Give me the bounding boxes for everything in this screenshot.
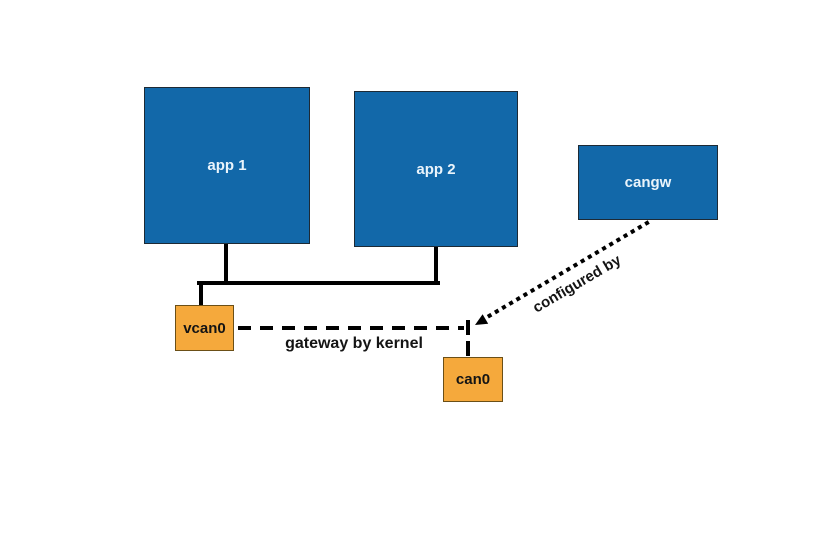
node-can0-label: can0 (455, 371, 491, 388)
edge-label-gateway-by-kernel: gateway by kernel (285, 335, 423, 352)
arrowhead-icon (475, 314, 489, 325)
node-app2-label: app 2 (416, 160, 456, 178)
node-app1: app 1 (144, 87, 310, 244)
node-app1-label: app 1 (207, 157, 247, 174)
edge-cangw-configures (486, 220, 650, 319)
node-vcan0: vcan0 (175, 305, 234, 351)
node-can0: can0 (443, 357, 503, 402)
node-cangw-label: cangw (624, 174, 672, 191)
node-cangw: cangw (578, 145, 718, 220)
node-app2: app 2 (354, 91, 518, 247)
node-vcan0-label: vcan0 (183, 319, 226, 337)
